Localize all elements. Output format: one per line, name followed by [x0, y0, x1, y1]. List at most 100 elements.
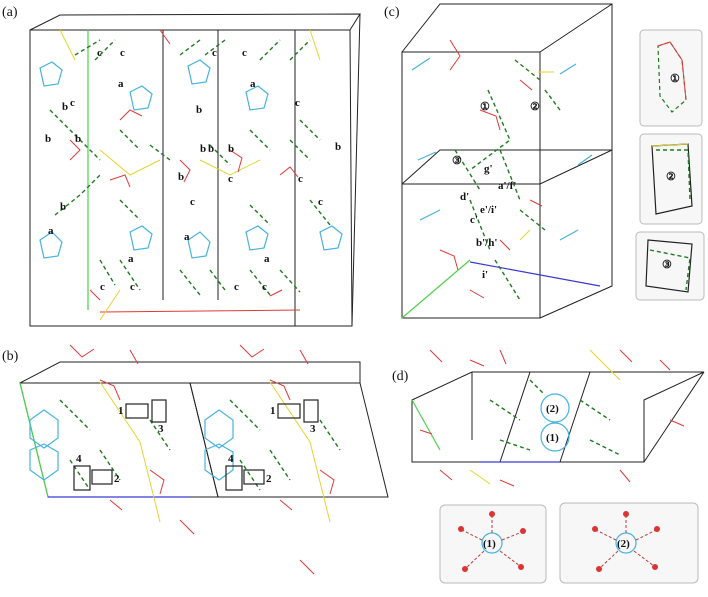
hbond-label: b	[60, 201, 66, 213]
contact-label: 1	[270, 405, 276, 417]
inset-bond	[461, 515, 523, 569]
hydrogen-bonds	[59, 399, 341, 491]
inset-ring	[645, 239, 693, 293]
ring-molecule	[540, 422, 570, 452]
red-bonds	[419, 349, 685, 487]
hbond-label: c	[295, 97, 300, 109]
contact-box	[243, 469, 265, 485]
hbond-label: b	[208, 143, 214, 155]
hbond-label: b'/h'	[476, 237, 497, 249]
yellow-bonds	[99, 381, 331, 523]
hydrogen-bonds	[489, 379, 621, 456]
atom	[489, 511, 495, 517]
hbond-label: c	[212, 47, 217, 59]
atom	[458, 526, 464, 532]
panel-c-cells	[401, 3, 613, 319]
panel-a-labels: c c c c a a c c b b b b b b b b c c c c …	[45, 47, 341, 293]
inset-label: ②	[666, 171, 676, 183]
inset-bond	[595, 515, 657, 569]
panel-b: (b) 1 3 4 2 1	[2, 344, 389, 575]
cell-outline-back	[401, 3, 613, 319]
panel-a-letter: (a)	[2, 5, 18, 20]
ring-molecule	[187, 231, 211, 259]
hbond-label: c	[97, 47, 102, 59]
inset-box	[559, 502, 699, 584]
panel-d-cells	[411, 371, 705, 463]
inset-ring	[657, 41, 687, 113]
ring-label: (1)	[546, 432, 559, 444]
inset-bond	[656, 149, 691, 201]
panel-c: (c) ① ② ③ g' d' a'/f' c' e'/i' b'/h' i'	[384, 3, 705, 319]
hydrogen-bonds	[49, 39, 331, 296]
contact-label: 2	[266, 473, 272, 485]
hbond-label: a	[128, 253, 134, 265]
ring-molecule	[129, 225, 153, 251]
panel-b-labels: 1 3 4 2 1 3 4 2	[76, 405, 316, 485]
hbond-label: c'	[470, 214, 478, 226]
cell-outline	[189, 382, 389, 498]
hbond-label: i'	[482, 269, 488, 281]
cell-edge	[539, 3, 613, 53]
axis-blue	[469, 261, 601, 287]
red-bonds	[69, 344, 335, 575]
hbond-label: c	[262, 281, 267, 293]
contact-box	[91, 469, 113, 485]
contact-label: 1	[118, 405, 124, 417]
ring-molecule	[245, 85, 269, 111]
cell-top	[29, 13, 361, 31]
red-bonds	[69, 29, 299, 301]
inset-label: ①	[670, 73, 680, 85]
hbond-label: a	[250, 78, 256, 90]
panel-c-molecules	[411, 39, 593, 301]
contact-label: 3	[158, 423, 164, 435]
panel-d-molecules	[419, 349, 685, 487]
hbond-label: c	[298, 173, 303, 185]
atom	[654, 526, 660, 532]
panel-a-cells	[29, 13, 361, 327]
panel-c-labels: ① ② ③ g' d' a'/f' c' e'/i' b'/h' i'	[452, 101, 540, 281]
hbond-label: a	[264, 253, 270, 265]
contact-box	[277, 403, 301, 419]
ring-label: ③	[452, 155, 462, 167]
contact-box	[125, 403, 149, 419]
hbond-label: b	[196, 104, 202, 116]
ring-molecule	[39, 231, 63, 259]
yellow-bonds	[519, 71, 554, 241]
panel-b-letter: (b)	[2, 349, 19, 364]
panel-a: (a) c	[2, 5, 361, 327]
ring-label: (2)	[546, 403, 559, 415]
contact-box	[303, 399, 319, 423]
panel-d-letter: (d)	[392, 369, 409, 384]
hbond-label: e'/i'	[480, 204, 497, 216]
hbond-label: b	[178, 171, 184, 183]
inset-bond	[651, 143, 689, 147]
contact-label: 4	[76, 453, 82, 465]
ring-label: ①	[480, 101, 490, 113]
hbond-label: c	[70, 97, 75, 109]
hbond-label: b	[75, 133, 81, 145]
cell-outline	[411, 371, 705, 463]
ring-molecules	[29, 409, 234, 481]
contact-box	[225, 465, 243, 491]
hbond-label: c	[318, 196, 323, 208]
hbond-label: c	[234, 281, 239, 293]
panel-c-letter: (c)	[384, 5, 400, 20]
hbond-label: b	[200, 143, 206, 155]
atom	[652, 564, 658, 570]
inset-box	[639, 29, 703, 127]
ring-label: ②	[530, 101, 540, 113]
hbond-label: a	[118, 78, 124, 90]
cell-divider	[559, 371, 591, 463]
red-bonds	[439, 39, 543, 299]
ring-molecule	[39, 61, 63, 87]
hbond-label: b	[45, 133, 51, 145]
ring-molecule	[187, 59, 211, 85]
cell-edge	[351, 13, 361, 327]
panel-b-boxes	[73, 399, 319, 491]
ring-molecules	[411, 57, 593, 241]
hydrogen-bonds	[454, 59, 561, 301]
panel-b-cells	[19, 361, 389, 498]
ring-molecule	[245, 225, 269, 251]
atom	[623, 511, 629, 517]
